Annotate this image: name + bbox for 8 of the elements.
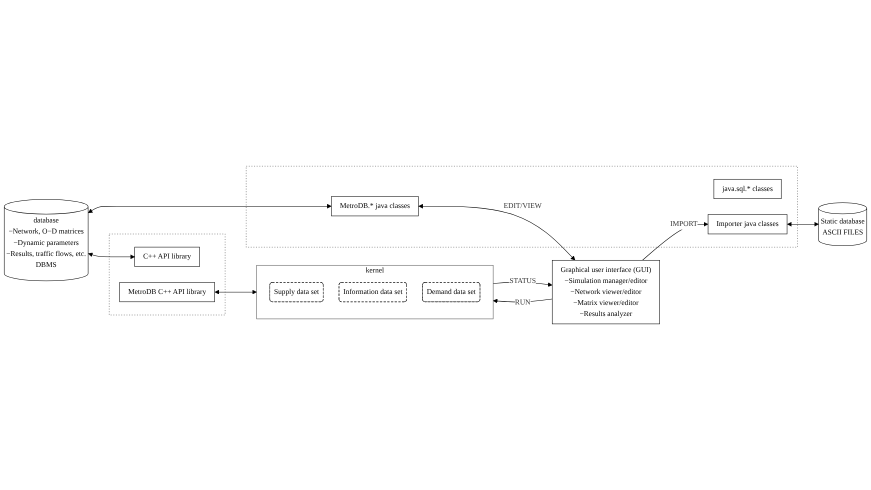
arrow <box>88 252 135 260</box>
arrow <box>88 204 332 214</box>
arrow <box>787 222 819 227</box>
cluster <box>108 234 226 316</box>
arrow <box>418 204 576 260</box>
arrow <box>492 298 552 304</box>
arrow <box>214 290 257 294</box>
cluster <box>246 166 798 248</box>
